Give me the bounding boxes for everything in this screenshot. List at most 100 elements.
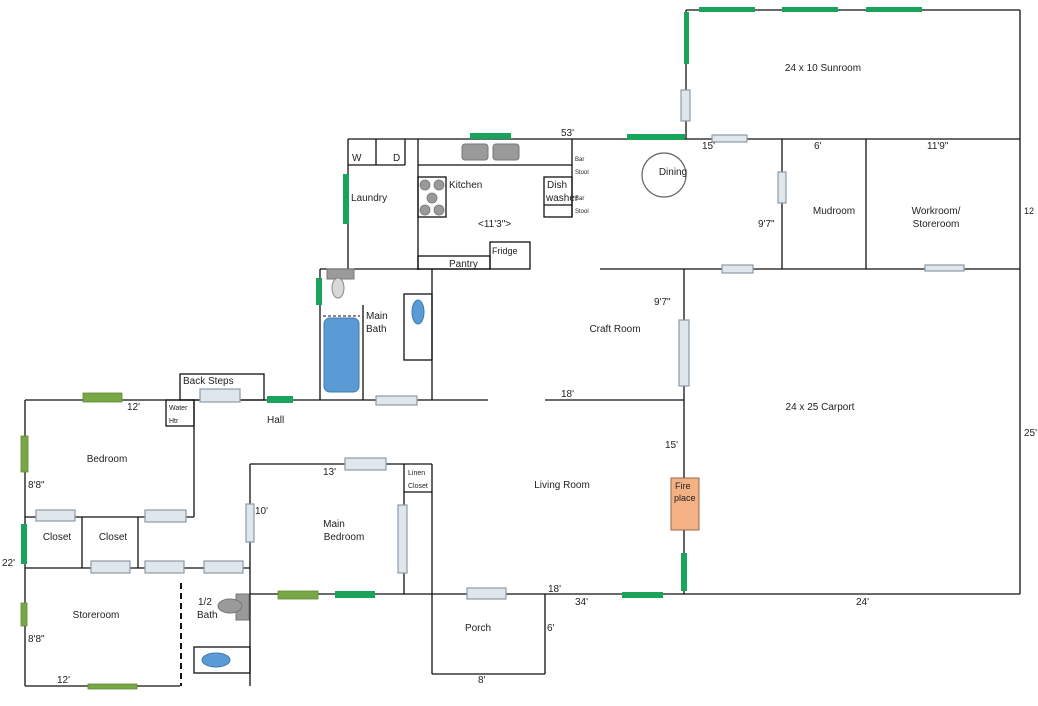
label-carport: 24 x 25 Carport [786,402,855,413]
door [245,503,255,543]
door [678,319,690,387]
label-dishwasher: Dish [547,180,567,191]
dim-workroom-11-9: 11'9" [927,141,949,152]
dim-storeroom-8-8: 8'8" [28,634,45,645]
dim-living-18: 18' [548,584,561,595]
dim-workroom-12: 12 [1024,206,1034,216]
window [782,7,838,12]
door [203,560,244,574]
stove-icon [419,179,445,216]
label-bedroom: Bedroom [87,454,128,465]
dim-mudroom-6: 6' [814,141,822,152]
door [90,560,131,574]
dim-total-width: 53' [561,128,574,139]
label-pantry: Pantry [449,259,478,270]
fireplace-icon [670,477,700,531]
label-half-bath-2: Bath [197,610,218,621]
walls [24,9,1021,687]
dim-dining-15: 15' [702,141,715,152]
window [82,392,123,403]
label-porch: Porch [465,623,491,634]
half-bath-toilet-icon [217,593,250,621]
dim-bedroom-12: 12' [127,402,140,413]
window [627,134,685,140]
door [711,134,748,143]
label-water-heater-2: Htr [169,418,179,425]
half-bath-sink-icon [201,652,231,668]
label-sunroom: 24 x 10 Sunroom [785,63,861,74]
label-mudroom: Mudroom [813,206,855,217]
label-washer: W [352,153,362,164]
label-kitchen: Kitchen [449,180,482,191]
window [684,12,689,64]
dim-porch-6: 6' [547,623,555,634]
toilet-icon [326,268,355,299]
dim-living-15: 15' [665,440,678,451]
door [144,509,187,523]
label-living-room: Living Room [534,480,590,491]
window [20,602,28,627]
window [21,524,27,564]
label-storeroom: Storeroom [73,610,120,621]
room-labels: 24 x 10 Sunroom Dining Mudroom Workroom/… [43,63,961,634]
label-bar-stool-1: Bar [575,157,584,163]
window [335,591,375,598]
label-main-bath: Main [366,311,388,322]
label-laundry: Laundry [351,193,387,204]
label-half-bath: 1/2 [198,597,212,608]
dim-carport-25: 25' [1024,428,1037,439]
door [344,457,387,471]
label-water-heater: Water [169,405,188,412]
sink-icon [461,143,489,161]
sink-icon [492,143,520,161]
window [277,590,319,600]
label-dryer: D [393,153,400,164]
label-fridge: Fridge [492,246,518,256]
label-craft-room: Craft Room [589,324,640,335]
window [681,553,687,591]
dim-hall-18: 18' [561,389,574,400]
bathtub-icon [323,317,360,393]
window [622,592,663,598]
door [144,560,185,574]
windows-olive [20,392,319,690]
label-main-bedroom-2: Bedroom [324,532,365,543]
window [343,174,349,224]
label-back-steps: Back Steps [183,376,234,387]
window [316,278,322,305]
dimension-labels: 53' 15' 6' 11'9" 12 <11'3"> 9'7" 9'7" 18… [2,128,1037,686]
label-dining: Dining [659,167,687,178]
label-hall: Hall [267,415,284,426]
door [721,264,754,274]
dim-dining-9-7: 9'7" [758,219,775,230]
window [87,683,138,690]
label-linen-closet-2: Closet [408,483,428,490]
dim-bottom-34: 34' [575,597,588,608]
label-storeroom-upper: Storeroom [913,219,960,230]
window [267,396,293,403]
door [466,587,507,600]
door [375,395,418,406]
label-main-bedroom: Main [323,519,345,530]
label-dishwasher-2: washer [545,193,579,204]
window [20,435,29,473]
door [35,509,76,522]
dim-left-22: 22' [2,558,15,569]
window [470,133,511,139]
door [924,264,965,272]
label-linen-closet: Linen [408,470,425,477]
dim-storeroom-12: 12' [57,675,70,686]
window [866,7,922,12]
dim-main-bedroom-10: 10' [255,506,268,517]
door [680,89,691,122]
window [699,7,755,12]
dim-main-bedroom-13: 13' [323,467,336,478]
label-workroom: Workroom/ [912,206,961,217]
label-fireplace: Fire [675,481,691,491]
dim-kitchen-11-3: <11'3"> [478,219,511,230]
label-stool-1: Stool [575,170,589,176]
windows-green [21,7,922,598]
label-stool-2: Stool [575,209,589,215]
dim-bedroom-8-8: 8'8" [28,480,45,491]
